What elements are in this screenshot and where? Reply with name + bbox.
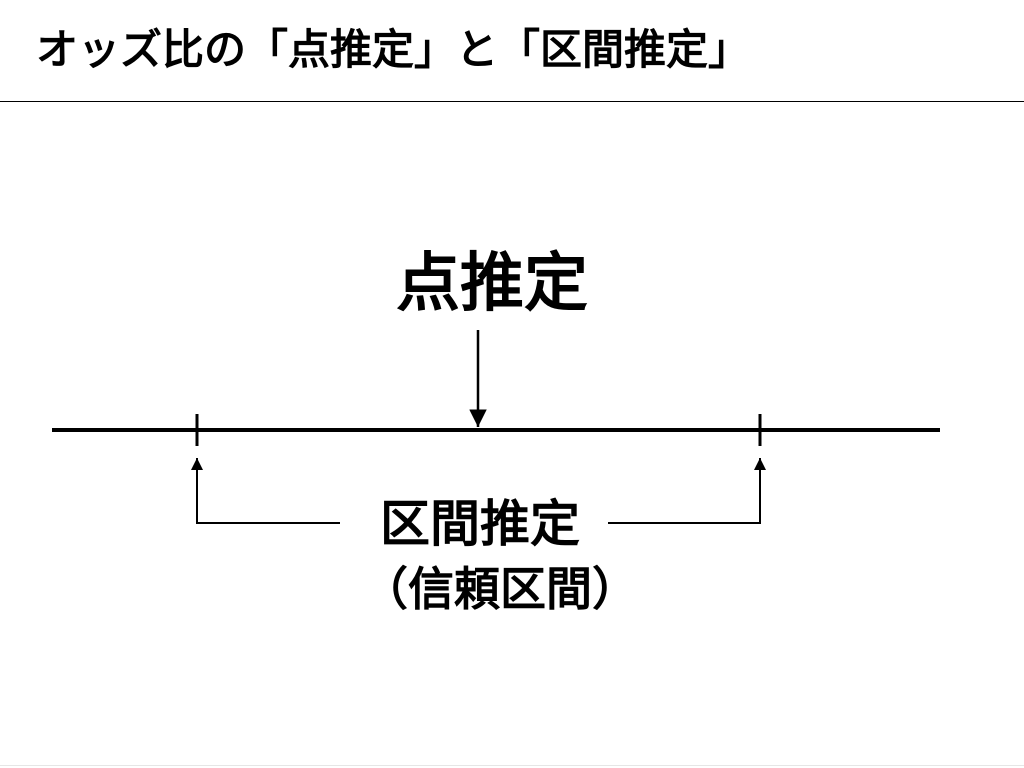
- interval-left-bracket-arrow: [191, 458, 340, 524]
- confidence-interval-label: （信頼区間）: [362, 562, 638, 616]
- point-estimate-label: 点推定: [396, 247, 588, 321]
- interval-right-bracket-arrow: [608, 458, 766, 524]
- slide-title: オッズ比の「点推定」と「区間推定」: [36, 25, 751, 74]
- interval-estimate-label: 区間推定: [380, 495, 580, 553]
- title-divider: [0, 101, 1024, 102]
- footer-divider: [0, 765, 1024, 766]
